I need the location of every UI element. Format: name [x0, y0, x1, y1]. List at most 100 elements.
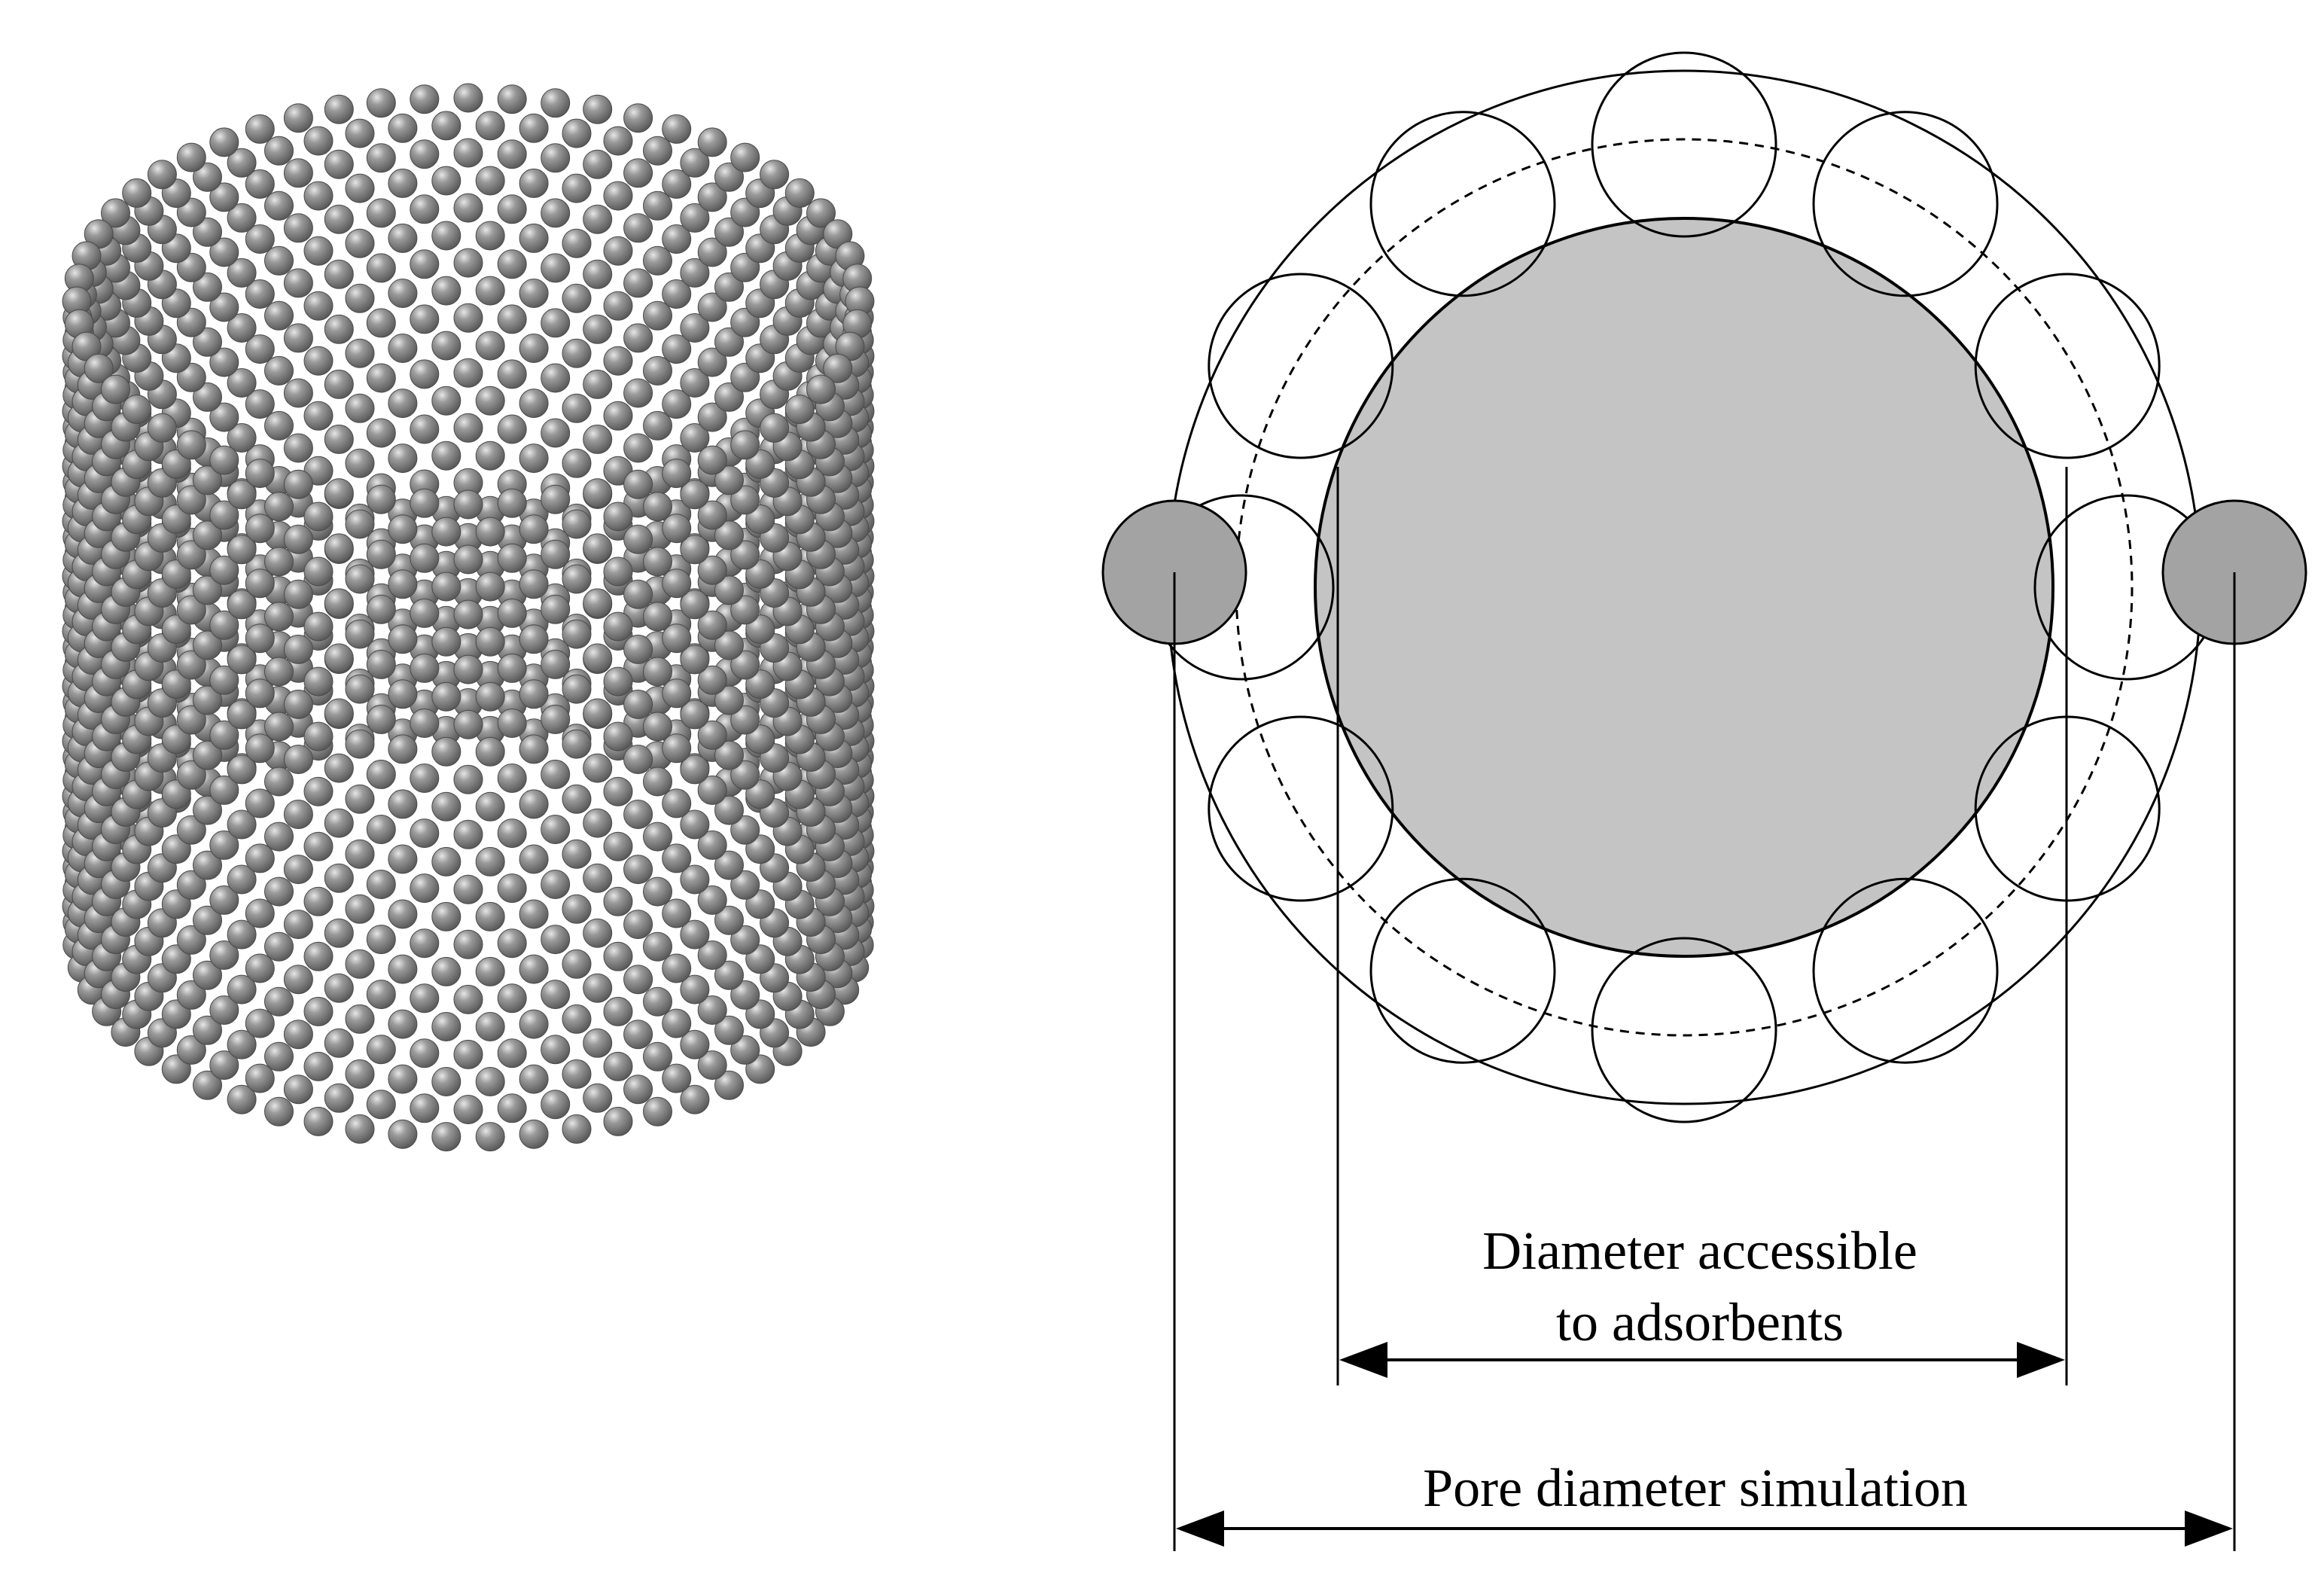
atom-sphere [245, 678, 275, 709]
atom-sphere [623, 579, 653, 609]
atom-sphere [227, 258, 257, 288]
atom-sphere [697, 1050, 727, 1081]
atom-sphere [623, 745, 653, 774]
atom-sphere [603, 126, 633, 156]
atom-sphere [227, 1084, 257, 1114]
atom-sphere [475, 791, 505, 822]
atom-sphere [283, 103, 313, 133]
atom-sphere [519, 679, 549, 709]
atom-sphere [697, 610, 727, 640]
atom-sphere [324, 369, 354, 399]
adsorbent-circle [1812, 877, 1999, 1064]
atom-sphere [697, 555, 727, 585]
atom-sphere [345, 674, 375, 704]
atom-sphere [227, 645, 257, 675]
accessible-diameter-label-line2: to adsorbents [1556, 1292, 1844, 1352]
atom-sphere [603, 346, 633, 376]
atom-sphere [227, 590, 257, 620]
atom-sphere [193, 1070, 222, 1100]
atom-sphere [227, 423, 257, 453]
atom-sphere [431, 166, 461, 196]
atom-sphere [643, 931, 672, 962]
atom-sphere [122, 395, 152, 425]
atom-sphere [623, 524, 653, 554]
atom-sphere [193, 217, 222, 247]
atom-sphere [519, 113, 549, 143]
accessible-diameter-label-line1: Diameter accessible [1482, 1221, 1917, 1281]
atom-sphere [283, 213, 313, 243]
atom-sphere [562, 173, 592, 203]
atom-sphere [264, 931, 294, 962]
atom-sphere [345, 949, 375, 979]
atom-sphere [264, 410, 294, 440]
pore-diameter-label: Pore diameter simulation [1423, 1458, 1968, 1518]
atom-sphere [475, 331, 505, 361]
atom-sphere [245, 953, 275, 983]
atom-sphere [431, 440, 461, 471]
atom-sphere [519, 1064, 549, 1094]
atom-sphere [453, 138, 483, 168]
atom-sphere [730, 760, 760, 790]
atom-sphere [227, 1029, 257, 1059]
atom-sphere [603, 556, 633, 587]
atom-sphere [680, 754, 710, 785]
atom-sphere [714, 520, 744, 550]
atom-sphere [623, 1020, 653, 1050]
atom-sphere [388, 1064, 418, 1094]
atom-sphere [366, 815, 396, 844]
atom-sphere [345, 283, 375, 313]
atom-sphere [643, 767, 672, 797]
atom-sphere [388, 734, 418, 764]
atom-sphere [519, 954, 549, 984]
atom-sphere [303, 1051, 334, 1081]
atom-sphere [643, 492, 672, 522]
atom-sphere [475, 1012, 505, 1041]
atom-sphere [410, 873, 440, 904]
atom-sphere [431, 1067, 461, 1096]
pore-diameter-arrow [1176, 1510, 2233, 1547]
atom-sphere [303, 126, 334, 156]
atom-sphere [697, 237, 727, 267]
atom-sphere [680, 1084, 710, 1114]
atom-sphere [643, 136, 672, 166]
atom-sphere [623, 800, 653, 829]
pore-cross-section-diagram: Diameter accessible to adsorbents Pore d… [1101, 51, 2307, 1551]
atom-sphere [662, 678, 692, 709]
atom-sphere [303, 501, 334, 532]
atom-sphere [345, 173, 375, 203]
atom-sphere [209, 292, 239, 322]
atom-sphere [453, 193, 483, 223]
atom-sphere [603, 666, 633, 697]
atom-sphere [193, 465, 222, 495]
atom-sphere [264, 657, 294, 687]
atom-sphere [431, 956, 461, 986]
atom-sphere [388, 223, 418, 253]
atom-sphere [410, 359, 440, 389]
atom-sphere [541, 594, 571, 624]
atom-sphere [519, 1009, 549, 1039]
atom-sphere [583, 1083, 613, 1113]
atom-sphere [366, 484, 396, 514]
atom-sphere [583, 588, 613, 618]
atom-sphere [410, 764, 440, 793]
atom-sphere [603, 831, 633, 861]
atom-sphere [519, 844, 549, 874]
atom-sphere [345, 784, 375, 814]
atom-sphere [176, 430, 206, 460]
atom-sphere [453, 1095, 483, 1124]
atom-sphere [662, 169, 692, 199]
atom-sphere [541, 815, 571, 844]
atom-sphere [209, 885, 239, 915]
atom-sphere [453, 358, 483, 388]
atom-sphere [623, 634, 653, 664]
atom-sphere [623, 1075, 653, 1105]
atom-sphere [519, 444, 549, 474]
atom-sphere [583, 259, 613, 289]
atom-sphere [497, 1038, 527, 1068]
atom-sphere [303, 1106, 334, 1136]
atom-sphere [227, 313, 257, 343]
atom-sphere [264, 712, 294, 742]
atom-sphere [697, 347, 727, 377]
atom-sphere [324, 259, 354, 289]
atom-sphere [410, 709, 440, 738]
